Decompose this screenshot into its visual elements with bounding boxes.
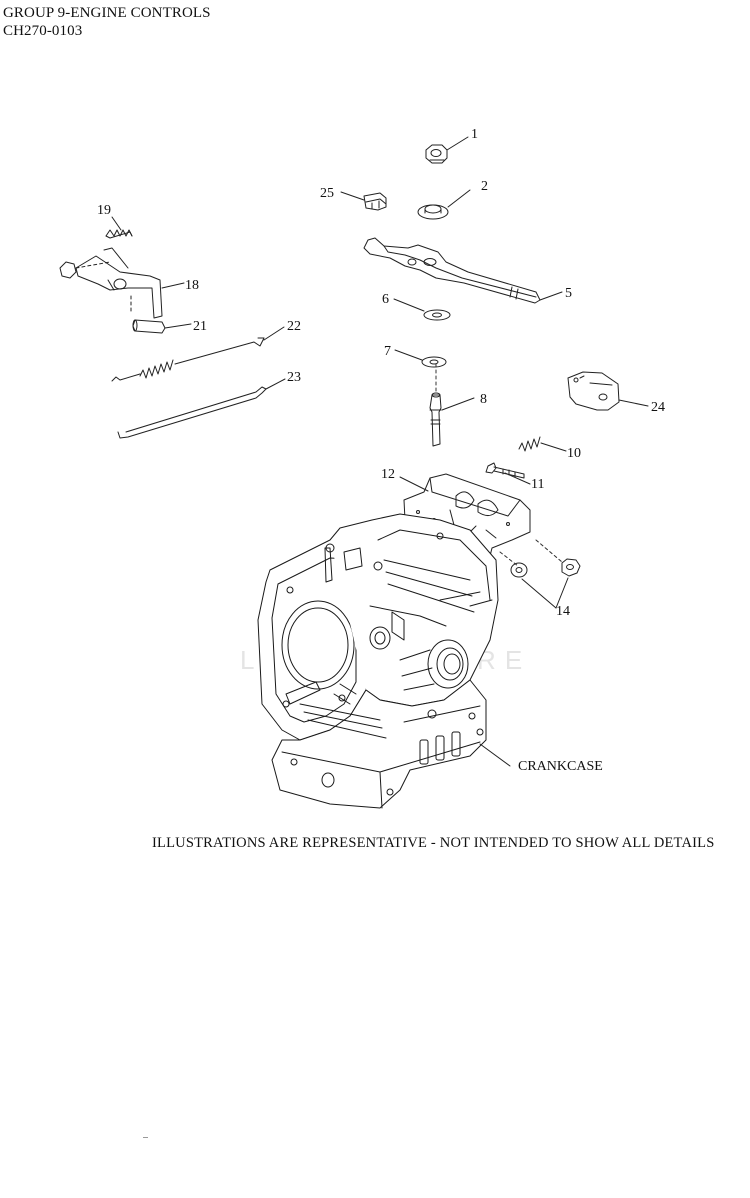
callout-21: 21 [193,319,207,334]
leader-6 [393,298,425,312]
callout-7: 7 [384,344,391,359]
diagram-code: CH270-0103 [3,23,83,39]
part-18-lever [59,247,163,319]
assembly-dash-18 [75,261,111,269]
callout-crankcase: CRANKCASE [518,759,603,774]
callout-5: 5 [565,286,572,301]
diagram-title: GROUP 9-ENGINE CONTROLS [3,5,211,21]
part-14-nuts [510,558,581,578]
part-2-washer [417,204,449,220]
leader-5 [539,291,563,301]
leader-25 [340,191,365,201]
leader-8 [441,397,475,411]
callout-2: 2 [481,179,488,194]
part-24-bracket [567,371,620,411]
leader-18 [161,282,185,289]
leader-24 [618,399,649,407]
callout-11: 11 [531,477,544,492]
leader-14b [555,577,569,609]
crankcase-assembly [257,513,499,809]
leader-2 [447,189,471,208]
callout-1: 1 [471,127,478,142]
part-11-bolt [485,462,525,479]
leader-10 [540,442,567,452]
part-22-spring-rod [111,337,265,382]
leader-1 [446,136,469,151]
leader-23 [265,378,286,390]
callout-14: 14 [556,604,570,619]
leader-12 [399,476,429,492]
callout-10: 10 [567,446,581,461]
leader-22 [263,326,285,341]
leader-11 [504,472,531,485]
part-21-pin [132,319,166,334]
callout-23: 23 [287,370,301,385]
disclaimer-note: ILLUSTRATIONS ARE REPRESENTATIVE - NOT I… [152,835,715,851]
leader-crankcase [479,743,511,767]
part-23-rod [117,386,267,439]
part-19-spring [105,229,133,239]
callout-18: 18 [185,278,199,293]
part-10-spring [518,436,541,452]
part-5-lever [363,237,541,304]
leader-19 [111,216,122,231]
part-7-washer [421,356,447,368]
callout-25: 25 [320,186,334,201]
callout-6: 6 [382,292,389,307]
leader-7 [394,349,423,361]
callout-8: 8 [480,392,487,407]
part-1-nut [425,144,448,164]
leader-14a [521,578,557,609]
part-8-shaft [429,392,442,447]
leader-21 [164,323,192,329]
scan-mark [143,1137,148,1138]
part-25-clip [363,192,387,211]
part-6-washer [423,309,451,321]
assembly-dash-14 [499,539,563,567]
callout-12: 12 [381,467,395,482]
callout-19: 19 [97,203,111,218]
callout-24: 24 [651,400,665,415]
callout-22: 22 [287,319,301,334]
